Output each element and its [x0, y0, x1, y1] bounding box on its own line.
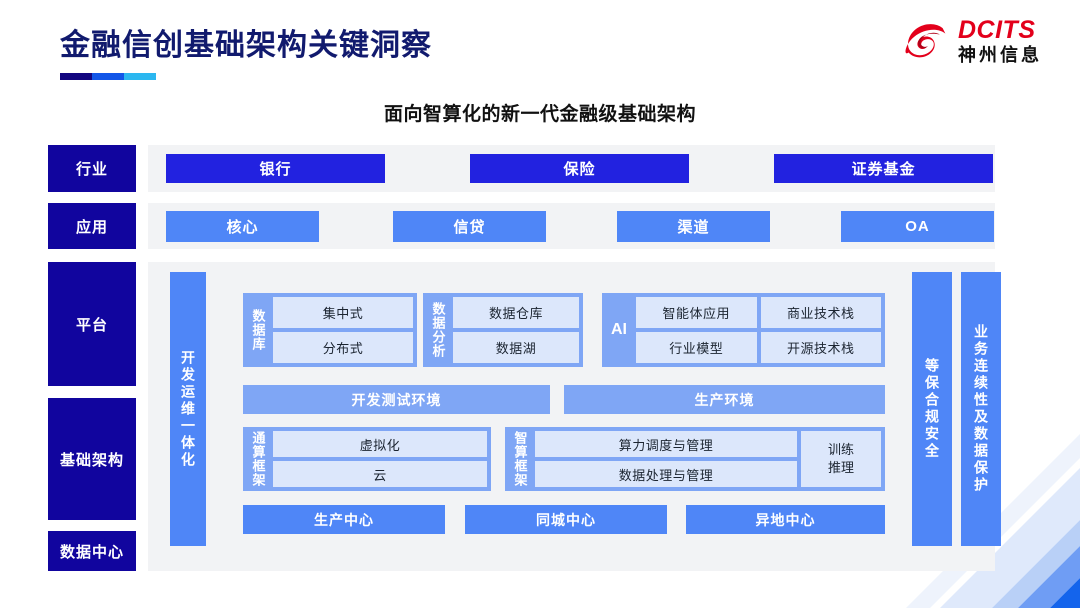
layer-label-industry: 行业	[48, 145, 136, 192]
cell-agent-application[interactable]: 智能体应用	[636, 297, 757, 328]
cell-open-source-tech-stack[interactable]: 开源技术栈	[760, 332, 881, 363]
group-ai[interactable]: AI 智能体应用 商业技术栈 行业模型 开源技术栈	[602, 293, 885, 367]
group-general-compute-framework[interactable]: 通算框架 虚拟化 云	[243, 427, 491, 491]
layer-label-platform: 平台	[48, 262, 136, 386]
application-chip-core[interactable]: 核心	[166, 211, 319, 242]
rail-business-continuity[interactable]: 业务连续性及数据保护	[961, 272, 1001, 546]
cell-data-lake[interactable]: 数据湖	[453, 332, 579, 363]
application-chip-oa[interactable]: OA	[841, 211, 994, 242]
cell-database-centralized[interactable]: 集中式	[273, 297, 413, 328]
rail-devops[interactable]: 开发运维一体化	[170, 272, 206, 546]
center-bar-remote[interactable]: 异地中心	[686, 505, 885, 534]
group-intelligent-compute-framework[interactable]: 智算框架 算力调度与管理 数据处理与管理 训练 推理	[505, 427, 885, 491]
layer-label-application: 应用	[48, 203, 136, 249]
group-database-label: 数据库	[250, 309, 266, 351]
center-bar-metro[interactable]: 同城中心	[465, 505, 667, 534]
industry-chip-insurance[interactable]: 保险	[470, 154, 689, 183]
cell-industry-model[interactable]: 行业模型	[636, 332, 757, 363]
rule-segment-3	[124, 73, 156, 80]
rule-segment-2	[92, 73, 124, 80]
cell-training-label: 训练	[827, 441, 854, 457]
title-underline-rule	[60, 73, 156, 80]
layer-label-infrastructure: 基础架构	[48, 398, 136, 520]
group-ai-label: AI	[611, 321, 627, 338]
logo-text-en: DCITS	[958, 16, 1036, 44]
page-title: 金融信创基础架构关键洞察	[60, 29, 432, 62]
swirl-logo-icon	[905, 24, 946, 58]
cell-compute-scheduling[interactable]: 算力调度与管理	[535, 431, 797, 457]
cell-inference-label: 推理	[827, 460, 854, 475]
industry-chip-bank[interactable]: 银行	[166, 154, 385, 183]
center-bar-production[interactable]: 生产中心	[243, 505, 445, 534]
cell-data-processing[interactable]: 数据处理与管理	[535, 461, 797, 487]
brand-logo: DCITS 神州信息	[904, 18, 1042, 64]
page-header: 金融信创基础架构关键洞察	[60, 20, 432, 80]
group-intelligent-compute-label: 智算框架	[512, 431, 528, 487]
environment-bar-production[interactable]: 生产环境	[564, 385, 885, 414]
rail-compliance-security[interactable]: 等保合规安全	[912, 272, 952, 546]
cell-training-inference[interactable]: 训练 推理	[801, 431, 881, 487]
group-database[interactable]: 数据库 集中式 分布式	[243, 293, 417, 367]
logo-text-cn: 神州信息	[958, 45, 1042, 65]
cell-commercial-tech-stack[interactable]: 商业技术栈	[760, 297, 881, 328]
industry-chip-securities-fund[interactable]: 证券基金	[774, 154, 993, 183]
group-analytics-label: 数据分析	[430, 302, 446, 358]
cell-cloud[interactable]: 云	[273, 461, 487, 487]
application-chip-channel[interactable]: 渠道	[617, 211, 770, 242]
layer-label-datacenter: 数据中心	[48, 531, 136, 571]
group-general-compute-label: 通算框架	[250, 431, 266, 487]
environment-bar-dev-test[interactable]: 开发测试环境	[243, 385, 550, 414]
group-data-analytics[interactable]: 数据分析 数据仓库 数据湖	[423, 293, 583, 367]
cell-virtualization[interactable]: 虚拟化	[273, 431, 487, 457]
cell-data-warehouse[interactable]: 数据仓库	[453, 297, 579, 328]
rule-segment-1	[60, 73, 92, 80]
page-subtitle: 面向智算化的新一代金融级基础架构	[383, 104, 696, 125]
cell-database-distributed[interactable]: 分布式	[273, 332, 413, 363]
application-chip-credit[interactable]: 信贷	[393, 211, 546, 242]
